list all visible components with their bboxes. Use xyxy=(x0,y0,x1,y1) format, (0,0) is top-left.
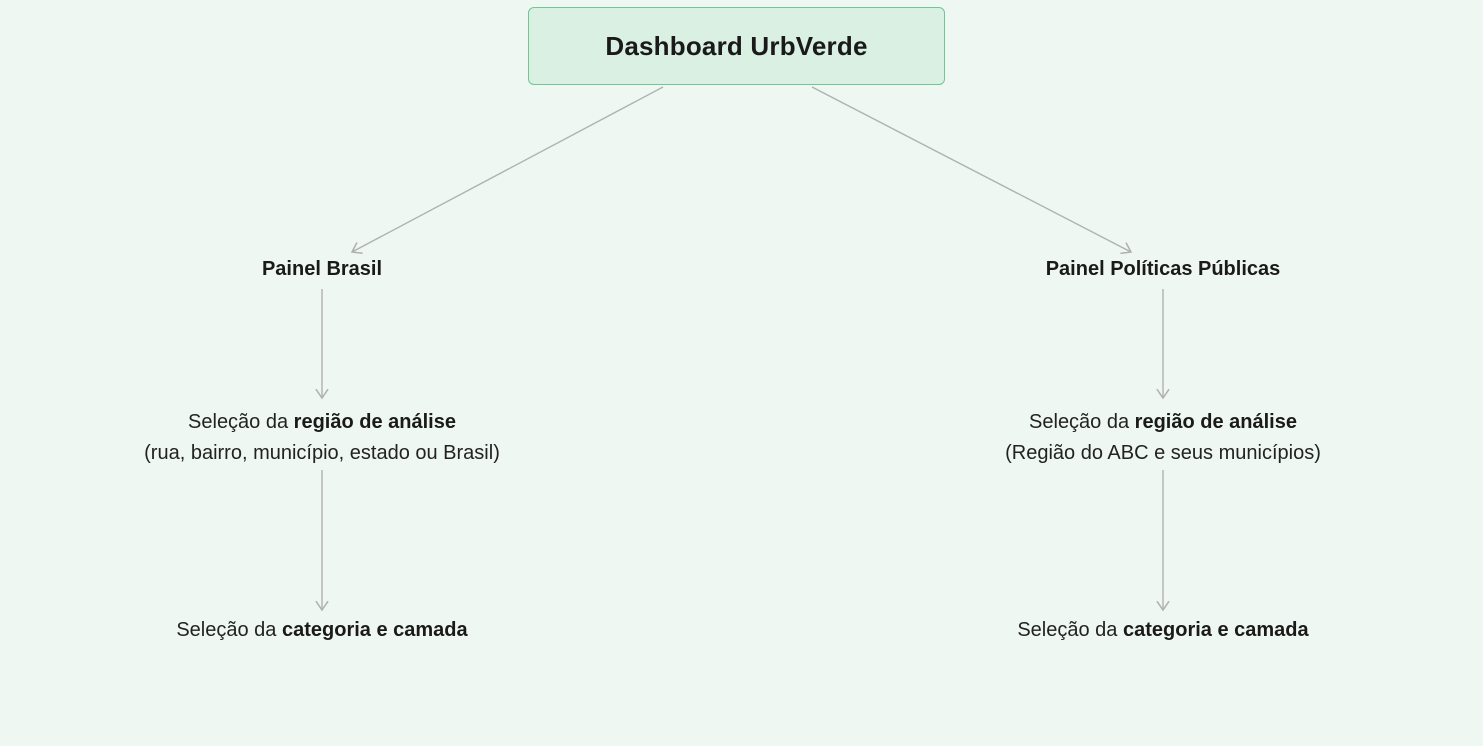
node-dashboard-urbverde: Dashboard UrbVerde xyxy=(528,7,945,85)
region-step-bold: região de análise xyxy=(1134,411,1297,433)
root-node-label: Dashboard UrbVerde xyxy=(605,30,868,61)
node-painel-politicas-title: Painel Políticas Públicas xyxy=(1045,258,1281,280)
node-brasil-region-step: Seleção da região de análise (rua, bairr… xyxy=(2,407,642,469)
layer-step-prefix: Seleção da xyxy=(176,619,282,641)
branch-painel-brasil: Painel Brasil Seleção da região de análi… xyxy=(2,0,642,746)
region-step-detail: (rua, bairro, município, estado ou Brasi… xyxy=(144,442,500,464)
branch-painel-politicas-publicas: Painel Políticas Públicas Seleção da reg… xyxy=(843,0,1483,746)
node-painel-brasil-title: Painel Brasil xyxy=(261,258,383,280)
region-step-bold: região de análise xyxy=(293,411,456,433)
layer-step-bold: categoria e camada xyxy=(1122,619,1309,641)
region-step-detail: (Região do ABC e seus municípios) xyxy=(1005,442,1321,464)
layer-step-bold: categoria e camada xyxy=(281,619,468,641)
region-step-prefix: Seleção da xyxy=(1029,411,1135,433)
node-politicas-layer-step: Seleção da categoria e camada xyxy=(843,618,1483,643)
node-politicas-region-step: Seleção da região de análise (Região do … xyxy=(843,407,1483,469)
region-step-prefix: Seleção da xyxy=(188,411,294,433)
layer-step-prefix: Seleção da xyxy=(1017,619,1123,641)
node-brasil-layer-step: Seleção da categoria e camada xyxy=(2,618,642,643)
